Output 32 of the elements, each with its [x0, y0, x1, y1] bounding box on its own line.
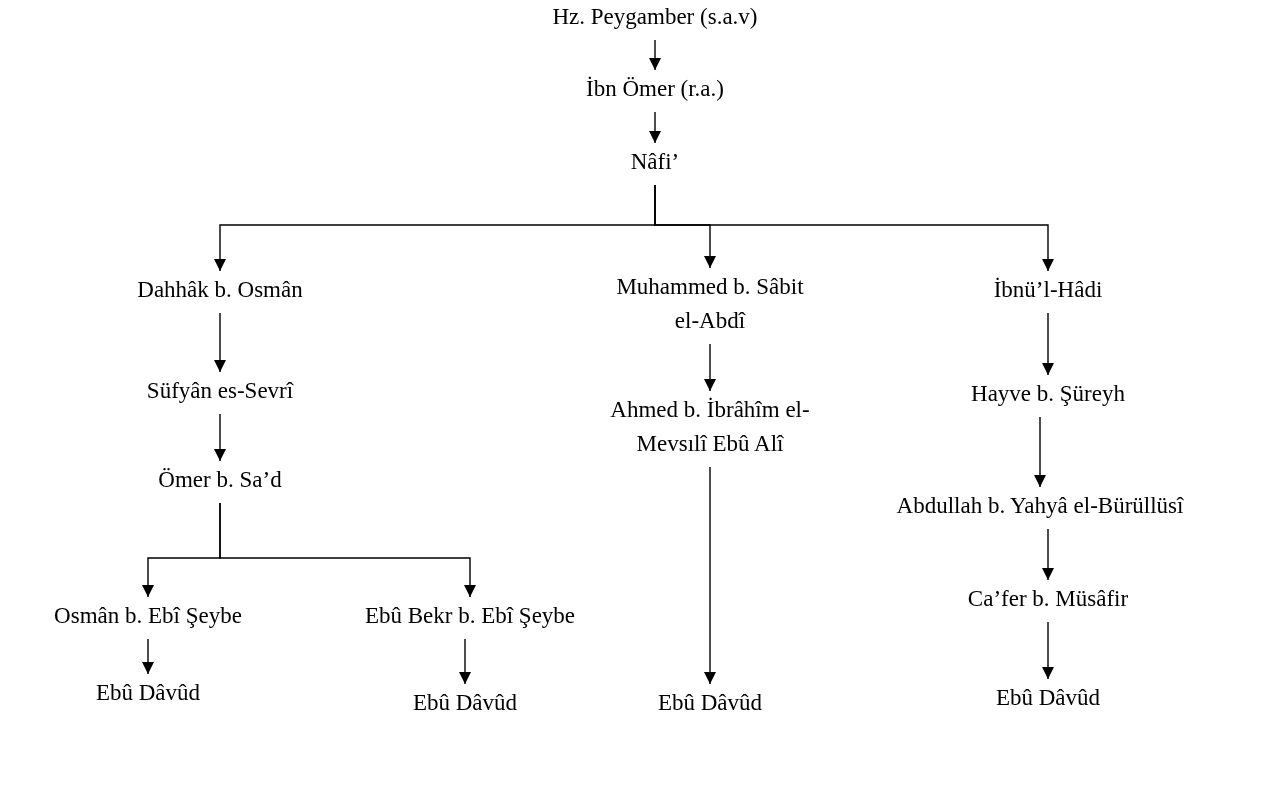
- arrow: [459, 638, 471, 685]
- arrow: [142, 638, 154, 675]
- arrow: [704, 343, 716, 392]
- arrow: [219, 502, 476, 598]
- arrow: [1042, 312, 1054, 376]
- narrator-name: Ebû Dâvûd: [93, 676, 203, 710]
- narrator-name: Osmân b. Ebî Şeybe: [52, 599, 244, 633]
- arrow: [649, 111, 661, 144]
- narrator-name: Hz. Peygamber (s.a.v): [550, 0, 760, 34]
- narrator-name: Ebû Bekr b. Ebî Şeybe: [362, 599, 578, 633]
- narrator-name: Ca’fer b. Müsâfir: [965, 582, 1131, 616]
- arrow: [1034, 416, 1046, 488]
- narrator-name: Ahmed b. İbrâhîm el-Mevsılî Ebû Alî: [593, 393, 827, 461]
- narrator-name: Muhammed b. Sâbit el-Abdî: [603, 270, 817, 338]
- arrow: [1042, 528, 1054, 581]
- arrow: [654, 184, 1054, 272]
- arrow: [214, 312, 226, 373]
- narrator-name: Dahhâk b. Osmân: [135, 273, 305, 307]
- narrator-name: Hayve b. Şüreyh: [969, 377, 1127, 411]
- narrator-name: Süfyân es-Sevrî: [144, 374, 296, 408]
- narrator-name: Abdullah b. Yahyâ el-Bürüllüsî: [894, 489, 1186, 523]
- arrow: [649, 39, 661, 71]
- arrow: [704, 466, 716, 685]
- narrator-name: Ebû Dâvûd: [655, 686, 765, 720]
- narrator-name: İbn Ömer (r.a.): [584, 72, 726, 106]
- narrator-name: Ebû Dâvûd: [410, 686, 520, 720]
- narrator-name: Nâfi’: [628, 145, 682, 179]
- arrow: [1042, 621, 1054, 680]
- narrator-name: Ömer b. Sa’d: [156, 463, 284, 497]
- narrator-name: Ebû Dâvûd: [993, 681, 1103, 715]
- arrow: [214, 413, 226, 462]
- narrator-name: İbnü’l-Hâdi: [991, 273, 1105, 307]
